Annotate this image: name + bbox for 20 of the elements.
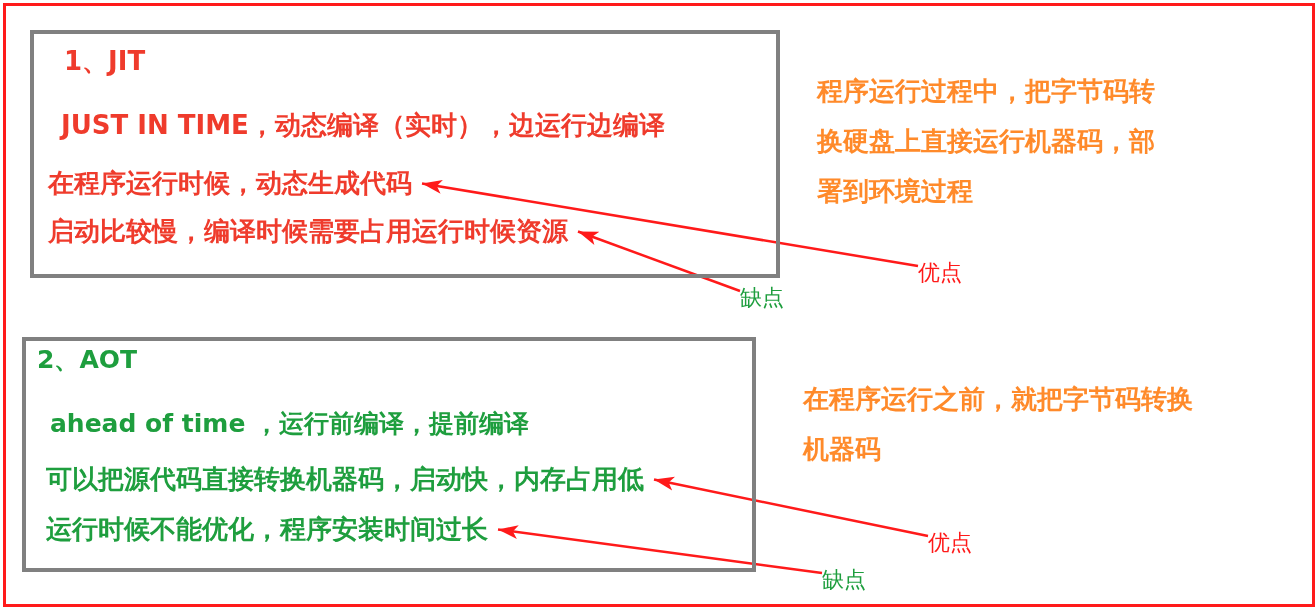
description-text: JUST IN TIME，动态编译（实时），边运行边编译	[61, 109, 665, 142]
callout-label: 优点	[928, 528, 972, 558]
section-heading: 2、AOT	[37, 344, 138, 376]
arrow	[497, 525, 823, 575]
section-heading: 1、JIT	[64, 45, 146, 78]
callout-label: 优点	[918, 258, 962, 288]
section-box	[22, 337, 756, 572]
callout-label: 缺点	[822, 565, 866, 595]
description-text: 启动比较慢，编译时候需要占用运行时候资源	[48, 214, 578, 249]
callout-label: 缺点	[740, 283, 784, 313]
note-text: 程序运行过程中，把字节码转换硬盘上直接运行机器码，部署到环境过程	[817, 75, 1156, 208]
description-text: 可以把源代码直接转换机器码，启动快，内存占用低	[46, 462, 654, 497]
arrow	[653, 476, 929, 538]
arrow	[421, 179, 919, 268]
description-text: ahead of time ，运行前编译，提前编译	[50, 408, 530, 440]
note-text: 在程序运行之前，就把字节码转换机器码	[803, 383, 1194, 466]
description-text: 运行时候不能优化，程序安装时间过长	[46, 512, 498, 547]
section-box	[30, 30, 780, 278]
description-text: 在程序运行时候，动态生成代码	[48, 166, 422, 201]
arrow	[577, 230, 741, 293]
